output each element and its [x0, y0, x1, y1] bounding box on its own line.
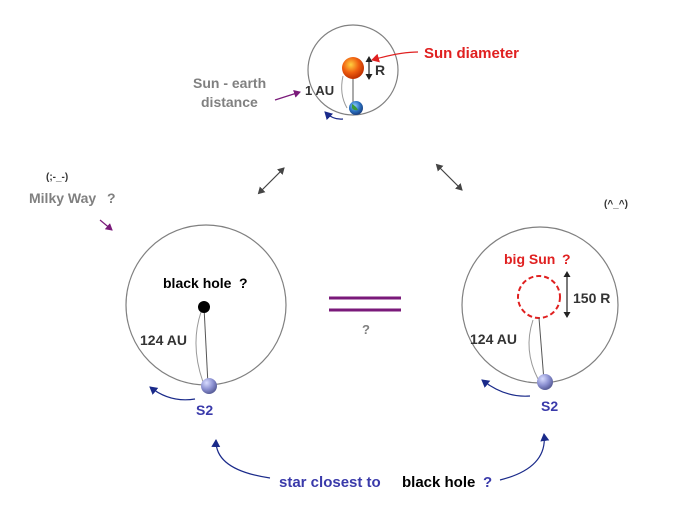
left-emoticon: (;-_-) [46, 172, 68, 183]
sun-diameter-arrow [371, 51, 419, 63]
right-emoticon: (^_^) [604, 199, 628, 210]
milky-way-label: Milky Way [29, 190, 96, 206]
star-s2-icon [201, 378, 217, 394]
caption-text-part2: black hole [402, 474, 475, 491]
big-sun-side-arc [528, 319, 539, 380]
right-panel: (^_^) big Sun ? 150 R 124 AU S2 [461, 199, 628, 414]
big-sun-dashed-circle [517, 275, 561, 319]
top-panel: R Sun diameter 1 AU Sun - earth distance [193, 24, 519, 121]
big-sun-s2-line [538, 317, 545, 382]
star-s2-icon [537, 374, 553, 390]
big-sun-radius-label: 150 R [573, 290, 610, 306]
black-hole-question-mark: ? [239, 275, 248, 291]
sun-icon [342, 57, 364, 79]
black-hole-icon [198, 301, 210, 313]
black-hole-label: black hole [163, 275, 232, 291]
sun-earth-distance-line2: distance [201, 94, 258, 110]
left-panel: (;-_-) Milky Way ? black hole ? 124 AU S… [29, 172, 287, 418]
caption-question-mark: ? [483, 474, 492, 491]
big-sun-label: big Sun [504, 251, 555, 267]
sun-earth-distance-arrow [274, 90, 301, 101]
connector-right-arrow [435, 163, 463, 191]
black-hole-s2-line [203, 306, 209, 386]
sun-earth-side-arc [341, 75, 348, 109]
equality-sign: ? [329, 296, 401, 337]
caption-text-part1: star closest to [279, 474, 381, 491]
earth-land-mark [352, 104, 358, 111]
bottom-caption: star closest to black hole ? [211, 433, 550, 491]
big-sun-question-mark: ? [562, 251, 571, 267]
earth-orbit-direction-arrow [324, 111, 344, 121]
right-orbit-direction-arrow [481, 379, 531, 397]
radius-label: R [375, 62, 385, 78]
left-distance-label: 124 AU [140, 332, 187, 348]
right-distance-label: 124 AU [470, 331, 517, 347]
left-s2-label: S2 [196, 402, 213, 418]
black-hole-side-arc [195, 311, 204, 383]
milky-way-arrow [99, 219, 113, 231]
equals-question-mark: ? [362, 322, 370, 337]
au-label: 1 AU [305, 83, 334, 98]
caption-right-arrow [499, 433, 550, 481]
connector-left-arrow [257, 167, 285, 195]
milky-way-question-mark: ? [107, 190, 116, 206]
sun-diameter-label: Sun diameter [424, 45, 519, 62]
caption-left-arrow [211, 439, 271, 479]
left-orbit-direction-arrow [149, 386, 196, 401]
sun-earth-distance-line1: Sun - earth [193, 75, 266, 91]
earth-orbit-circle [307, 24, 399, 116]
right-s2-label: S2 [541, 398, 558, 414]
